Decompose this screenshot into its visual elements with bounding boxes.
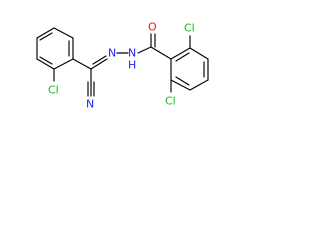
bond: [175, 76, 190, 86]
bond: [72, 58, 92, 70]
bond: [92, 55, 107, 65]
right-dichlorophenyl-ring: [170, 47, 209, 91]
oxygen-label: O: [148, 21, 157, 34]
bond: [36, 27, 55, 39]
bond: [36, 58, 55, 70]
nitrogen-label: N: [108, 47, 116, 60]
nitrile-nitrogen-label: N: [86, 98, 94, 111]
bond: [189, 47, 209, 60]
chemical-structure-canvas: Cl N N H O N Cl Cl: [0, 0, 246, 132]
bond: [53, 27, 74, 39]
bond: [39, 32, 53, 41]
bond: [90, 58, 108, 70]
bond: [150, 46, 172, 60]
bond: [170, 79, 191, 91]
bond: [39, 56, 53, 65]
bond: [170, 47, 191, 60]
bond: [175, 52, 190, 62]
left-chlorophenyl-ring: [36, 27, 74, 70]
bond: [53, 58, 74, 70]
bond: [189, 79, 209, 91]
nitrogen-label: N: [128, 47, 136, 60]
bond: [137, 46, 152, 54]
chlorine-label: Cl: [184, 22, 195, 35]
hydrogen-label: H: [128, 59, 136, 72]
chemical-structure-diagram: Cl N N H O N Cl Cl: [36, 21, 209, 111]
chlorine-label: Cl: [48, 84, 59, 97]
chlorine-label: Cl: [165, 95, 176, 108]
